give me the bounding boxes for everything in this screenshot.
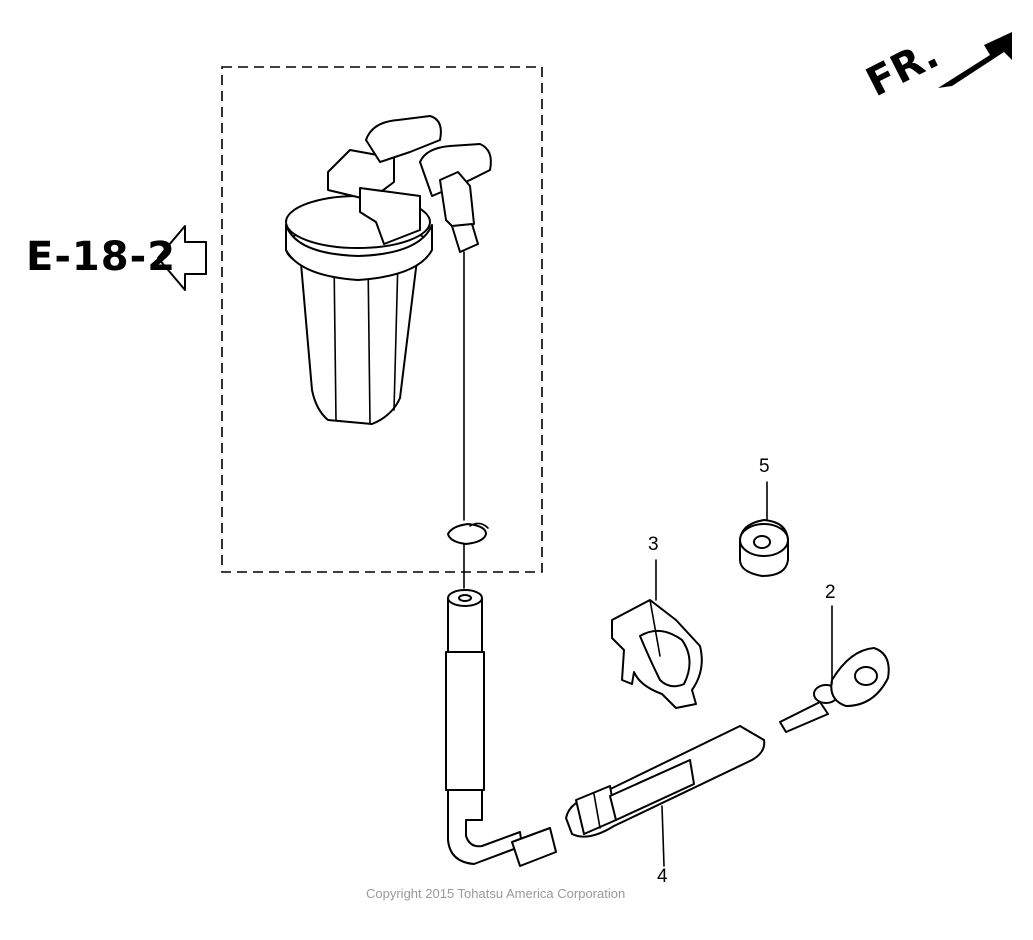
callout-part-2: 2 [825, 582, 836, 603]
reference-label[interactable]: E-18-2 [26, 234, 177, 280]
terminal-icon[interactable] [779, 647, 890, 733]
callout-part-3: 3 [648, 534, 659, 555]
clamp-icon[interactable] [611, 599, 703, 709]
fuel-hose-icon[interactable] [445, 589, 766, 867]
copyright-text: Copyright 2015 Tohatsu America Corporati… [366, 886, 626, 901]
hose-clip-icon[interactable] [447, 523, 487, 545]
reference-arrow-icon[interactable] [157, 225, 207, 291]
nut-icon[interactable] [739, 519, 789, 577]
callout-part-5: 5 [759, 456, 770, 477]
fuel-filter-icon[interactable] [285, 115, 492, 425]
callout-part-4: 4 [657, 866, 668, 887]
assembly-boundary [221, 66, 543, 573]
front-arrow-icon [938, 32, 1012, 88]
